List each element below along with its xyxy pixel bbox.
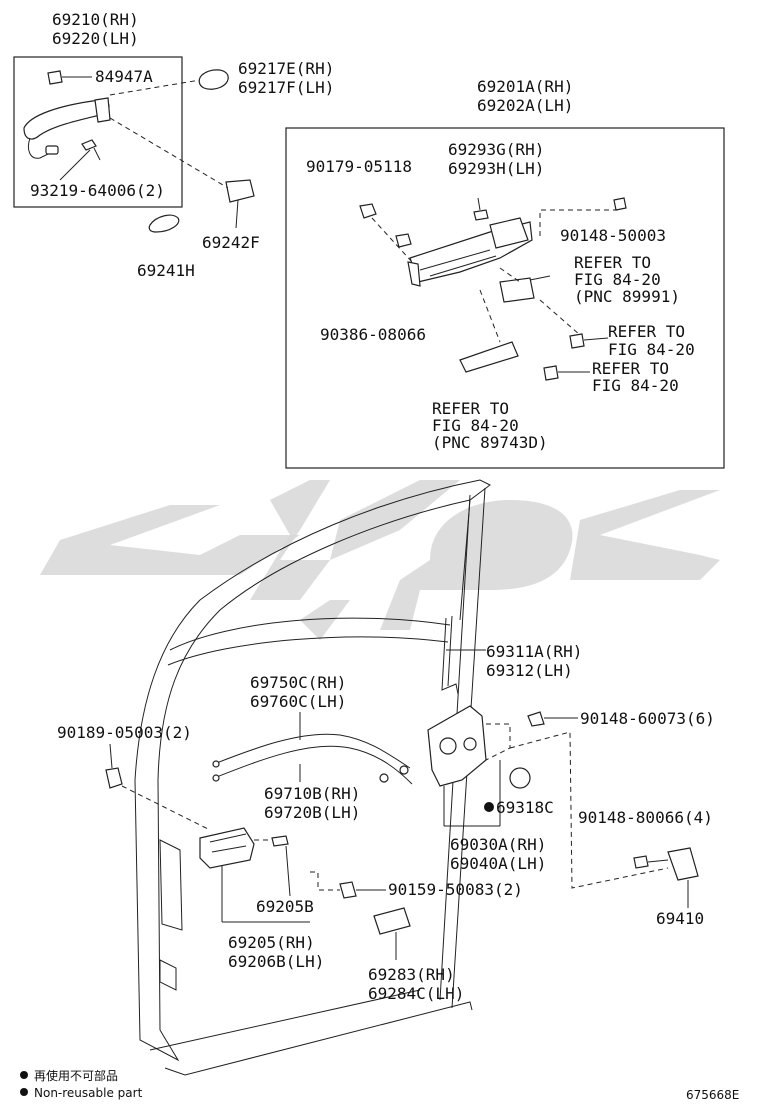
label-refer2-line2: FIG 84-20 [608, 340, 695, 359]
label-69205: 69205(RH) [228, 933, 315, 952]
label-refer4-line3: (PNC 89743D) [432, 433, 548, 452]
label-90159: 90159-50083(2) [388, 880, 523, 899]
outside-handle-frame [13, 56, 183, 208]
label-69284c: 69284C(LH) [368, 984, 464, 1003]
label-69720b: 69720B(LH) [264, 803, 360, 822]
control-cable-upper [213, 733, 411, 769]
lower-parts: 69311A(RH) 69312(LH) 69750C(RH) 69760C(L… [57, 615, 715, 1003]
legend-bullet-en [20, 1088, 28, 1096]
figure-code: 675668E [686, 1088, 739, 1102]
label-69312: 69312(LH) [486, 661, 573, 680]
label-69040a: 69040A(LH) [450, 854, 546, 873]
label-refer1-line1: REFER TO [574, 253, 651, 272]
handle-cover-part [373, 907, 411, 935]
door-lock-assembly [427, 705, 487, 787]
label-refer4-line1: REFER TO [432, 399, 509, 418]
label-69030a: 69030A(RH) [450, 835, 546, 854]
label-69760c: 69760C(LH) [250, 692, 346, 711]
label-refer4-line2: FIG 84-20 [432, 416, 519, 435]
label-69750c: 69750C(RH) [250, 673, 346, 692]
label-84947a: 84947A [95, 67, 153, 86]
legend-text-en: Non-reusable part [34, 1086, 143, 1100]
label-90148-60073: 90148-60073(6) [580, 709, 715, 728]
watermark-logo [40, 480, 720, 640]
label-69318c: 69318C [496, 798, 554, 817]
label-69217e: 69217E(RH) [238, 59, 334, 78]
label-69410: 69410 [656, 909, 704, 928]
label-69202a: 69202A(LH) [477, 96, 573, 115]
label-refer1-line3: (PNC 89991) [574, 287, 680, 306]
gasket-part [148, 214, 180, 233]
label-69293h: 69293H(LH) [448, 159, 544, 178]
legend-bullet-cn [20, 1071, 28, 1079]
label-93219: 93219-64006(2) [30, 181, 165, 200]
label-refer2-line1: REFER TO [608, 322, 685, 341]
label-69217f: 69217F(LH) [238, 78, 334, 97]
label-69242f: 69242F [202, 233, 260, 252]
label-90148-50003: 90148-50003 [560, 226, 666, 245]
label-90189: 90189-05003(2) [57, 723, 192, 742]
inside-handle-part [199, 827, 255, 869]
handle-cap-part [198, 69, 229, 90]
label-69293g: 69293G(RH) [448, 140, 544, 159]
legend: 再使用不可部品 Non-reusable part [20, 1068, 143, 1100]
label-69201a: 69201A(RH) [477, 77, 573, 96]
label-69210: 69210(RH) [52, 10, 139, 29]
outside-handle-group: 69210(RH) 69220(LH) 84947A 69217E(RH) 69… [13, 10, 334, 280]
label-69311a: 69311A(RH) [486, 642, 582, 661]
label-69205b: 69205B [256, 897, 314, 916]
label-69220: 69220(LH) [52, 29, 139, 48]
label-69206b: 69206B(LH) [228, 952, 324, 971]
label-69241h: 69241H [137, 261, 195, 280]
label-90179: 90179-05118 [306, 157, 412, 176]
striker-part [667, 847, 699, 881]
label-90148-80066: 90148-80066(4) [578, 808, 713, 827]
legend-text-cn: 再使用不可部品 [34, 1068, 118, 1083]
label-90386: 90386-08066 [320, 325, 426, 344]
label-refer3-line1: REFER TO [592, 359, 669, 378]
label-69283: 69283(RH) [368, 965, 455, 984]
handle-pad-part [225, 179, 255, 203]
handle-frame-group: 69201A(RH) 69202A(LH) 69293G(RH) 69293H(… [285, 77, 725, 469]
label-refer3-line2: FIG 84-20 [592, 376, 679, 395]
label-refer1-line2: FIG 84-20 [574, 270, 661, 289]
label-69710b: 69710B(RH) [264, 784, 360, 803]
control-cable-lower [213, 745, 413, 785]
handle-frame-box [285, 127, 725, 469]
